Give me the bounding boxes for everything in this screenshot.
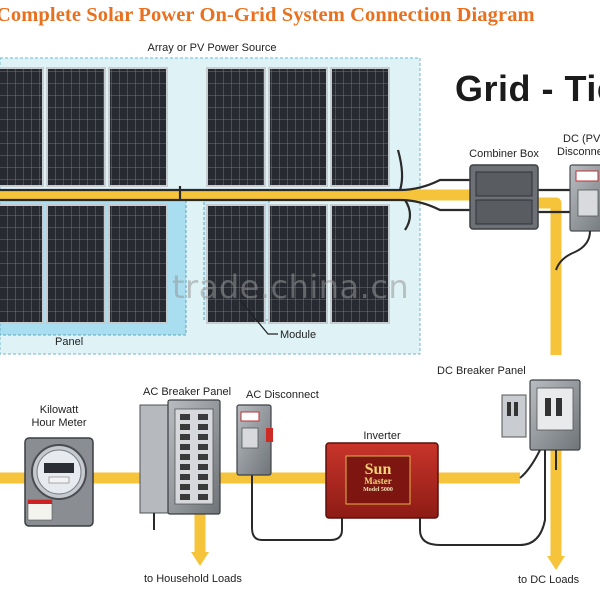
inverter-model: Model 5000	[363, 487, 393, 493]
inverter-brand: Sun Master Model 5000	[350, 462, 406, 494]
solar-module	[330, 204, 390, 324]
array-cables	[0, 149, 570, 231]
ac-disconnect-label: AC Disconnect	[246, 389, 319, 401]
solar-module	[0, 204, 44, 324]
solar-module	[206, 204, 266, 324]
solar-module	[0, 67, 44, 187]
combiner-box-label: Combiner Box	[469, 148, 539, 160]
inverter-graphic	[325, 442, 439, 519]
solar-modules-bottom	[0, 204, 390, 324]
solar-module	[108, 67, 168, 187]
arrow-household	[191, 552, 209, 566]
dc-loads-label: to DC Loads	[518, 574, 580, 586]
inverter-label: Inverter	[363, 430, 401, 442]
inverter-brand-subname: Master	[364, 476, 392, 486]
solar-module	[268, 67, 328, 187]
kilowatt-meter-label-line1: Kilowatt	[39, 404, 79, 416]
dc-breaker-panel-label: DC Breaker Panel	[437, 365, 526, 377]
dc-disconnect-label-line2: Disconnect	[557, 146, 600, 158]
grid-tie-headline: Grid - Tie	[455, 68, 600, 109]
dc-disconnect-label-line1: DC (PV)	[563, 133, 600, 145]
dc-disconnect-graphic	[569, 164, 600, 232]
dc-breaker-panel-graphic	[501, 379, 581, 451]
watermark: trade.china.cn	[172, 268, 410, 306]
ac-disconnect-graphic	[236, 404, 273, 476]
breaker-switches	[180, 414, 208, 500]
kilowatt-meter-graphic	[24, 437, 94, 527]
solar-module	[268, 204, 328, 324]
inverter-brand-name: Sun	[364, 461, 392, 478]
combiner-box-graphic	[469, 164, 539, 230]
module-label: Module	[280, 329, 317, 341]
module-pointer	[239, 299, 278, 335]
arrow-dc-loads	[547, 556, 565, 570]
kilowatt-meter-label-line2: Hour Meter	[31, 417, 87, 429]
solar-module	[46, 67, 106, 187]
solar-module	[206, 67, 266, 187]
solar-module	[330, 67, 390, 187]
diagram-title: Complete Solar Power On-Grid System Conn…	[0, 4, 535, 26]
household-loads-label: to Household Loads	[144, 573, 242, 585]
panel-label: Panel	[55, 336, 84, 348]
solar-modules-top	[0, 67, 390, 187]
ac-breaker-panel-label: AC Breaker Panel	[143, 386, 232, 398]
array-label: Array or PV Power Source	[147, 42, 277, 54]
solar-module	[108, 204, 168, 324]
solar-module	[46, 204, 106, 324]
